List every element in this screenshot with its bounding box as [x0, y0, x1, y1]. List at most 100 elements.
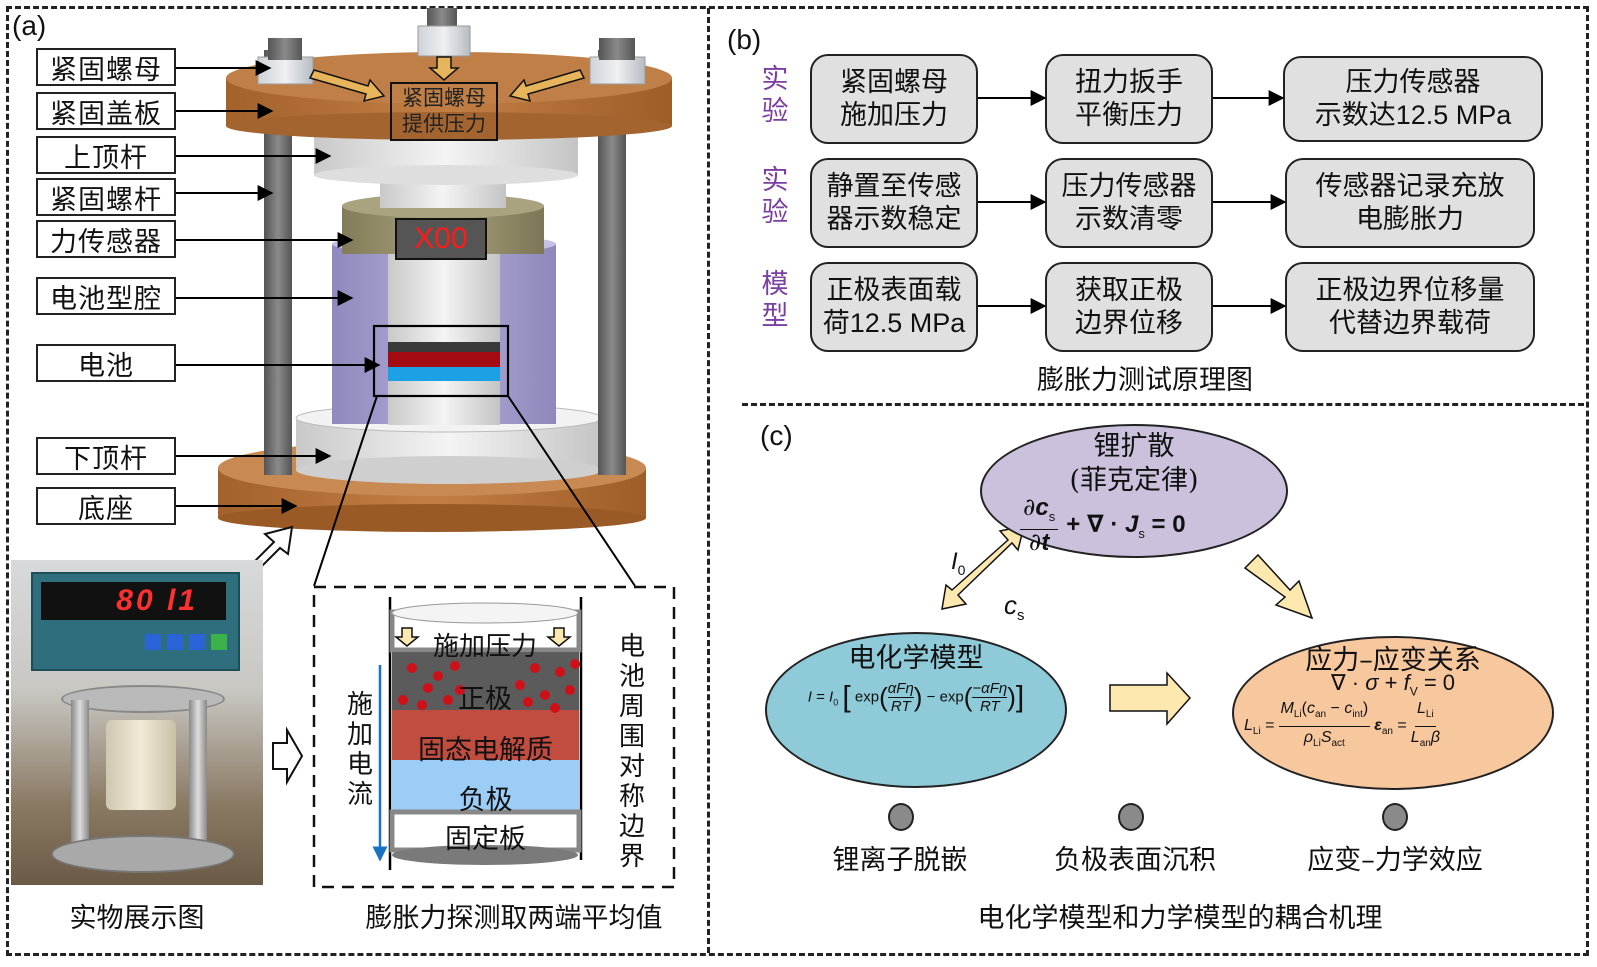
apparatus-photo: 80 l1: [11, 560, 263, 885]
effect-label-deintercalation: 锂离子脱嵌: [832, 845, 968, 876]
diffusion-ellipse: [980, 424, 1288, 558]
effect-dot-1: [888, 803, 914, 831]
flow-step-line: 边界位移: [1075, 308, 1183, 339]
row-tag-experiment-1: 实验: [761, 64, 789, 127]
panel-a-label: (a): [12, 10, 47, 41]
flow-step-line: 扭力扳手: [1075, 67, 1183, 98]
flow-step-line: 压力传感器: [1345, 67, 1481, 98]
diffusion-title: 锂扩散 (菲克定律): [980, 430, 1288, 498]
partial-fraction: ∂cs ∂t: [1020, 495, 1059, 555]
flow-step-torque-wrench: 扭力扳手平衡压力: [1045, 54, 1213, 144]
meter-down-key: [189, 634, 205, 650]
label-fastening-cover: 紧固盖板: [36, 92, 176, 130]
flow-step-line: 平衡压力: [1075, 100, 1183, 131]
press-note-line2: 提供压力: [402, 112, 486, 136]
flow-step-tighten-nut: 紧固螺母施加压力: [810, 54, 978, 144]
flow-step-line: 获取正极: [1075, 275, 1183, 306]
row-tag-model: 模型: [761, 269, 789, 332]
press-note-box: [390, 82, 498, 141]
photo-caption: 实物展示图: [69, 903, 205, 934]
lithium-particles: [398, 659, 580, 713]
nut-center: [417, 25, 471, 57]
diffusion-to-mechanics-arrow: [1243, 553, 1314, 620]
meter-left-key: [145, 634, 161, 650]
photo-to-detail-arrow: [272, 726, 304, 786]
flow-step-zero-sensor: 压力传感器示数清零: [1045, 158, 1213, 248]
flow-step-sensor-reading: 压力传感器示数达12.5 MPa: [1283, 56, 1543, 142]
arrow-label-i0: I0: [951, 548, 966, 578]
panel-divider-vertical: [707, 8, 710, 953]
label-force-sensor: 力传感器: [36, 220, 176, 258]
arrow-label-cs: cs: [1004, 590, 1025, 625]
label-arrows: [176, 60, 381, 514]
mechanics-title: 应力–应变关系: [1305, 645, 1481, 676]
effect-label-deposition: 负极表面沉积: [1054, 845, 1216, 876]
electrochem-to-mechanics-arrow: [1109, 671, 1192, 726]
label-base: 底座: [36, 487, 176, 525]
flow-step-line: 荷12.5 MPa: [822, 308, 966, 338]
label-upper-push-rod: 上顶杆: [36, 136, 176, 174]
electrochem-title: 电化学模型: [848, 643, 984, 674]
panel-divider-horizontal: [742, 403, 1584, 406]
cathode-text: 正极: [458, 684, 512, 715]
photo-meter-display: 80 l1: [41, 582, 226, 620]
coupling-arrow-bidirectional: [941, 525, 1026, 610]
flow-step-line: 紧固螺母: [840, 67, 948, 98]
electrochem-ellipse: [765, 632, 1067, 788]
nut-left: [257, 38, 314, 85]
cell-detail-box: [312, 585, 676, 889]
label-battery-cavity: 电池型腔: [36, 277, 176, 315]
figure-frame: [6, 6, 1589, 956]
diffusion-title-line1: 锂扩散: [1093, 431, 1175, 462]
cell-detail-cylinder: [388, 597, 583, 870]
flow-step-line: 静置至传感: [826, 171, 962, 202]
nut-right: [589, 38, 646, 85]
panel-b-caption: 膨胀力测试原理图: [1037, 365, 1253, 396]
mechanics-ellipse: [1232, 636, 1554, 790]
flow-step-line: 代替边界载荷: [1329, 308, 1491, 339]
battery-stack: [388, 342, 500, 381]
cell-detail-caption: 膨胀力探测取两端平均值: [365, 903, 663, 934]
upper-push-rod: [314, 135, 578, 185]
flow-step-record-force: 传感器记录充放电膨胀力: [1285, 158, 1535, 248]
flow-step-surface-load: 正极表面载荷12.5 MPa: [810, 262, 978, 352]
photo-meter: 80 l1: [31, 572, 240, 671]
flow-step-boundary-displacement: 获取正极边界位移: [1045, 262, 1213, 352]
flow-step-replace-load: 正极边界位移量代替边界载荷: [1285, 262, 1535, 352]
label-fastening-nut: 紧固螺母: [36, 48, 176, 86]
panel-c-label: (c): [760, 420, 793, 451]
photo-rod-right: [189, 700, 207, 860]
effect-dot-3: [1382, 803, 1408, 831]
flow-arrows: [976, 90, 1287, 314]
electrolyte-text: 固态电解质: [418, 735, 553, 766]
flow-step-line: 施加压力: [840, 100, 948, 131]
photo-base: [51, 835, 235, 873]
top-plate: [226, 52, 672, 140]
panel-b-label: (b): [727, 24, 762, 55]
fixed-plate-text: 固定板: [445, 824, 526, 855]
flow-step-rest-stable: 静置至传感器示数稳定: [810, 158, 978, 248]
press-note-line1: 紧固螺母: [402, 86, 486, 110]
inner-column: [388, 250, 500, 425]
flow-step-line: 正极表面载: [826, 275, 962, 306]
apply-pressure-arrows: [393, 627, 573, 647]
flow-step-line: 器示数稳定: [826, 204, 962, 235]
symmetric-boundary-text: 电池周围对称边界: [618, 632, 645, 872]
flow-step-line: 正极边界位移量: [1315, 275, 1505, 306]
effect-dot-2: [1118, 803, 1144, 831]
diffusion-equation: ∂cs ∂t + ∇ · Js = 0: [1020, 495, 1260, 554]
flow-step-line: 传感器记录充放: [1315, 171, 1505, 202]
flow-step-line: 示数达12.5 MPa: [1314, 100, 1512, 130]
meter-up-key: [167, 634, 183, 650]
label-lower-push-rod: 下顶杆: [36, 437, 176, 475]
press-note: 紧固螺母 提供压力: [393, 85, 495, 137]
panel-c-caption: 电化学模型和力学模型的耦合机理: [977, 903, 1383, 934]
label-fastening-screw: 紧固螺杆: [36, 178, 176, 216]
apply-pressure-text: 施加压力: [432, 632, 537, 662]
meter-enter-key: [211, 634, 227, 650]
label-battery: 电池: [36, 344, 176, 382]
sensor-display: X00: [414, 222, 468, 255]
